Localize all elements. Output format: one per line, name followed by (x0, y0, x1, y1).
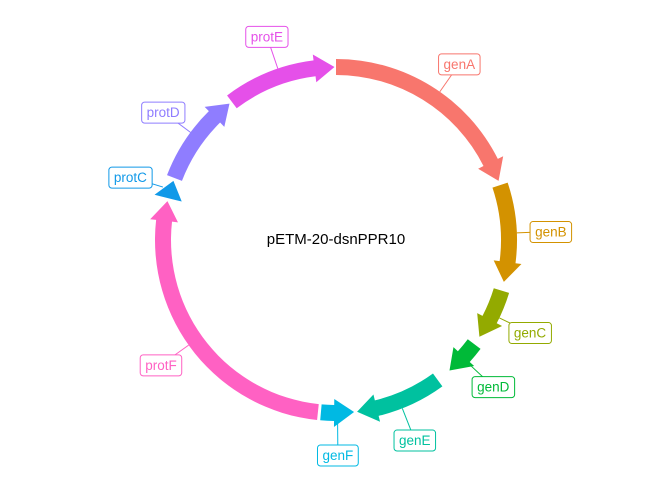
feature-arrows (150, 54, 522, 427)
label-text: genA (444, 57, 476, 72)
feature-arrow-protE (227, 54, 335, 109)
label-box (245, 25, 289, 48)
feature-label-protE: protE (245, 25, 289, 69)
feature-label-genC: genC (499, 317, 552, 345)
label-box (393, 429, 437, 452)
label-text: genE (399, 433, 431, 448)
label-box (529, 221, 573, 244)
feature-arrow-protD (167, 103, 230, 181)
feature-arrow-protC (154, 180, 182, 202)
label-box (316, 444, 359, 467)
feature-labels: genA genB genC genD genE genF protF protC protD p… (108, 25, 573, 467)
feature-arrow-genE (357, 373, 443, 422)
label-text: genD (477, 380, 510, 395)
feature-arrow-genB (492, 182, 522, 282)
label-box (438, 53, 481, 76)
feature-arrow-genC (477, 288, 510, 337)
feature-arrow-protF (150, 201, 319, 421)
feature-arrow-genF (320, 398, 355, 427)
feature-label-protF: protF (139, 344, 189, 377)
label-box (141, 101, 186, 124)
label-text: genB (535, 225, 567, 240)
feature-label-genB: genB (516, 221, 573, 244)
feature-label-genE: genE (393, 408, 437, 452)
label-text: protD (147, 105, 180, 120)
label-box (471, 376, 516, 399)
label-text: genC (514, 326, 547, 341)
feature-label-genA: genA (438, 53, 481, 93)
label-text: protC (114, 170, 147, 185)
feature-arrow-genA (336, 59, 504, 181)
feature-label-protD: protD (141, 101, 191, 133)
label-text: protE (251, 29, 283, 44)
feature-arrow-genD (449, 339, 481, 371)
feature-label-protC: protC (108, 166, 164, 189)
label-box (139, 354, 183, 377)
label-text: genF (322, 448, 353, 463)
feature-label-genD: genD (468, 363, 516, 399)
label-box (508, 322, 552, 345)
feature-label-genF: genF (316, 420, 359, 467)
label-text: protF (145, 358, 177, 373)
label-box (108, 166, 153, 189)
plasmid-name: pETM-20-dsnPPR10 (267, 231, 405, 248)
